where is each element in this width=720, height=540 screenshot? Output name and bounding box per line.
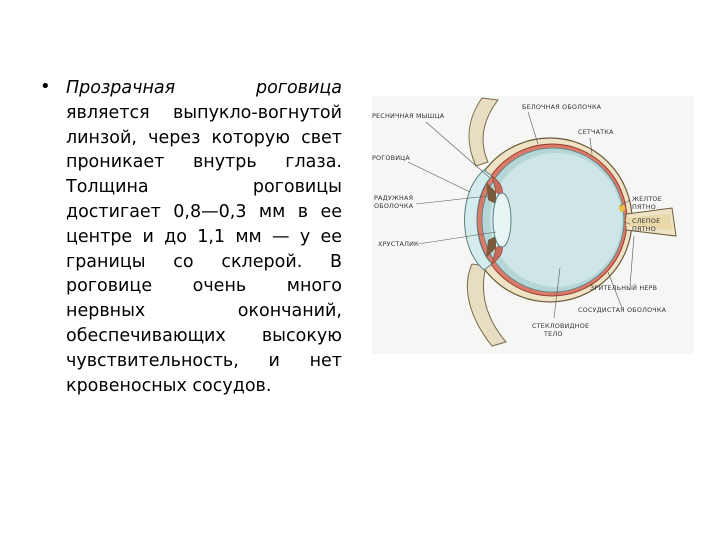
label-vitreous-line1: СТЕКЛОВИДНОЕ xyxy=(532,322,589,330)
label-iris-line1: РАДУЖНАЯ xyxy=(374,194,413,202)
label-blind-spot-line2: ПЯТНО xyxy=(632,225,656,233)
label-retina: СЕТЧАТКА xyxy=(578,128,614,136)
label-yellow-spot-line1: ЖЕЛТОЕ xyxy=(632,195,662,203)
cornea-shape xyxy=(464,169,493,271)
label-yellow-spot-line2: ПЯТНО xyxy=(632,203,656,211)
lens-shape xyxy=(492,192,512,248)
label-choroid: СОСУДИСТАЯ ОБОЛОЧКА xyxy=(578,306,667,314)
upper-eyelid-shape xyxy=(468,97,499,167)
eye-diagram-svg: БЕЛОЧНАЯ ОБОЛОЧКА РЕСНИЧНАЯ МЫШЦА СЕТЧАТ… xyxy=(372,97,677,347)
label-ciliary-muscle: РЕСНИЧНАЯ МЫШЦА xyxy=(372,112,445,120)
label-blind-spot-line1: СЛЕПОЕ xyxy=(632,217,660,225)
label-iris-line2: ОБОЛОЧКА xyxy=(374,202,414,210)
bullet-body-text: является выпукло-вогнутой линзой, через … xyxy=(66,102,342,396)
label-vitreous-line2: ТЕЛО xyxy=(543,330,563,338)
leader-lines xyxy=(407,111,635,319)
iris-upper-shape xyxy=(486,182,496,204)
yellow-spot-mark xyxy=(619,204,625,212)
iris-lower-shape xyxy=(486,236,496,258)
eye-diagram: БЕЛОЧНАЯ ОБОЛОЧКА РЕСНИЧНАЯ МЫШЦА СЕТЧАТ… xyxy=(372,96,694,354)
lower-eyelid-shape xyxy=(466,263,507,347)
label-sclera: БЕЛОЧНАЯ ОБОЛОЧКА xyxy=(522,103,602,111)
label-lens: ХРУСТАЛИК xyxy=(378,240,419,248)
label-optic-nerve: ЗРИТЕЛЬНЫЙ НЕРВ xyxy=(590,283,657,292)
optic-nerve-core xyxy=(626,214,672,230)
bullet-paragraph: Прозрачная роговица является выпукло-вог… xyxy=(66,76,342,398)
bullet-marker: • xyxy=(40,76,51,97)
vitreous-shape xyxy=(490,153,622,287)
bullet-intro-italic: Прозрачная роговица xyxy=(66,78,342,98)
label-cornea: РОГОВИЦА xyxy=(372,154,410,162)
